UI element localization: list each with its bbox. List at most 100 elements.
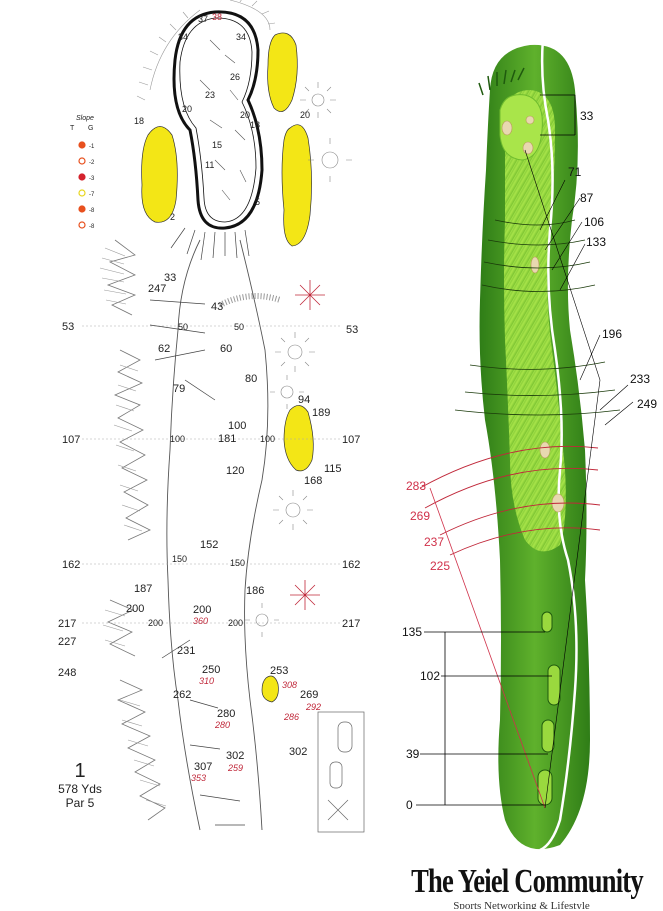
slope-dot	[78, 157, 86, 165]
map-number: 62	[158, 343, 170, 355]
map-number: 200	[126, 603, 144, 615]
fairway-marker: 50	[234, 322, 244, 332]
map-number-red: 308	[282, 680, 297, 690]
green-slope-arrows	[199, 39, 247, 201]
fairway-marker: 150	[172, 554, 187, 564]
map-number: 231	[177, 645, 195, 657]
map-number: 80	[245, 373, 257, 385]
left-yardage: 217	[58, 618, 76, 630]
map-number: 115	[324, 463, 342, 475]
green-number: 26	[230, 72, 240, 82]
out-of-bounds-line	[539, 19, 578, 852]
red-labels: 283 269 237 225	[406, 479, 450, 573]
depth-bracket	[540, 94, 576, 136]
tee-label: 0	[406, 798, 413, 812]
slope-label: -2	[89, 160, 95, 166]
bunker-right-green	[281, 124, 312, 247]
fan-label: 249	[637, 397, 657, 411]
slope-legend-t: T	[70, 125, 75, 132]
map-number-red: 259	[227, 763, 243, 773]
red-label: 283	[406, 479, 426, 493]
right-yardage: 162	[342, 559, 360, 571]
fairway-marker: 100	[170, 434, 185, 444]
tee-label: 135	[402, 625, 422, 639]
map-number: 262	[173, 689, 191, 701]
hole-info: 1 578 Yds Par 5	[40, 760, 120, 810]
fairway-markers: 50 50 100 100 150 150 200 200	[148, 322, 275, 628]
map-number: 280	[217, 708, 235, 720]
fairway-outline	[166, 239, 269, 831]
fan-label: 233	[630, 372, 650, 386]
fairway-marker: 100	[260, 434, 275, 444]
map-number-red: 286	[283, 712, 299, 722]
label-pointers	[539, 179, 634, 426]
green-fringe-right	[229, 0, 276, 31]
slope-label: -1	[89, 144, 95, 150]
map-number: 120	[226, 465, 244, 477]
green-number: 34	[178, 32, 188, 42]
hole-par: Par 5	[65, 796, 95, 810]
green-number: 20	[240, 110, 250, 120]
bunker-right-top	[267, 32, 298, 112]
green-number: 23	[205, 90, 215, 100]
tee-label: 39	[406, 747, 420, 761]
brand-title: The Yeiel Community	[411, 863, 643, 900]
map-number-red: 310	[199, 676, 214, 686]
shot-arrows	[149, 299, 245, 826]
slope-label: -8	[89, 224, 95, 230]
slope-legend-g: G	[88, 125, 93, 132]
tee-distance-lines	[416, 631, 552, 806]
map-number: 253	[270, 665, 288, 677]
map-number: 250	[202, 664, 220, 676]
slope-dot	[78, 189, 86, 197]
red-arcs	[419, 445, 601, 556]
black-shot-line	[524, 149, 601, 809]
map-number: 60	[220, 343, 232, 355]
distance-arcs	[454, 219, 621, 416]
right-yardage: 217	[342, 618, 360, 630]
map-number: 302	[289, 746, 307, 758]
slope-dot	[78, 141, 86, 149]
left-rough-hatch	[99, 247, 167, 807]
right-hole-graphic: 33 71 87 106 133 196 233 249 283 269 237…	[402, 19, 657, 852]
fan-label: 133	[586, 235, 606, 249]
bunker-left-green	[141, 126, 178, 223]
green-number: 37	[198, 14, 208, 24]
fan-label: 106	[584, 215, 604, 229]
right-yardage: 107	[342, 434, 360, 446]
green-number: 15	[212, 140, 222, 150]
map-number: 168	[304, 475, 322, 487]
slope-dot	[78, 173, 86, 181]
green-number: 34	[236, 32, 246, 42]
tree-tufts	[478, 67, 525, 96]
red-label: 225	[430, 559, 450, 573]
green-number: 11	[205, 160, 214, 170]
tee-boxes	[537, 611, 561, 806]
green-number: 20	[182, 104, 192, 114]
slope-legend: Slope T G -1-2-3-7-8-8	[70, 115, 95, 230]
approach-arrows	[170, 227, 250, 261]
left-yardage: 53	[62, 321, 74, 333]
map-number-red: 353	[191, 773, 206, 783]
fan-label: 196	[602, 327, 622, 341]
map-number: 181	[218, 433, 236, 445]
left-yardage: 227	[58, 636, 76, 648]
red-label: 269	[410, 509, 430, 523]
left-yardage: 162	[62, 559, 80, 571]
slope-label: -8	[89, 208, 95, 214]
slope-dot	[78, 221, 86, 229]
compass-rose-lower	[290, 580, 320, 610]
compass-rose-upper	[295, 280, 325, 310]
map-number: 20	[300, 110, 310, 120]
map-number: 33	[164, 272, 176, 284]
map-number-red: 292	[305, 702, 321, 712]
map-number: 152	[200, 539, 218, 551]
left-yardage: 248	[58, 667, 76, 679]
map-number: 302	[226, 750, 244, 762]
tee-labels: 135 102 39 0	[402, 625, 440, 812]
slope-legend-title: Slope	[76, 115, 94, 122]
brand: The Yeiel Community Sports Networking & …	[380, 863, 663, 910]
fan-label: 71	[568, 165, 582, 179]
slope-dot	[78, 205, 86, 213]
